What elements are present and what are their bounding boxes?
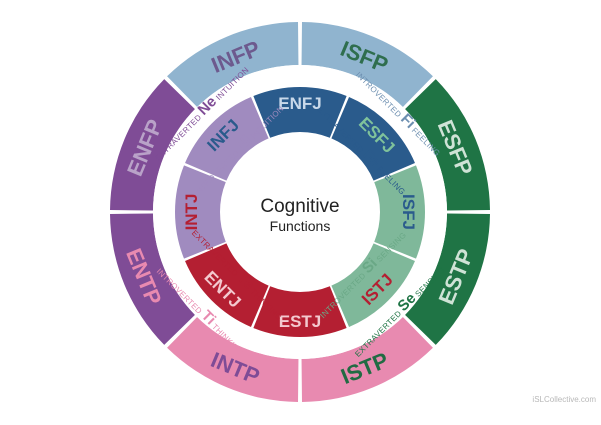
watermark: iSLCollective.com <box>532 395 596 404</box>
outer-sector-enfp <box>110 79 195 211</box>
inner-sector-esfj <box>331 97 415 181</box>
outer-sector-infp <box>167 22 299 107</box>
inner-sector-intj <box>175 165 226 259</box>
center-title-line2: Functions <box>270 218 331 234</box>
inner-type-label-isfj: ISFJ <box>399 194 418 230</box>
inner-type-label-intj: INTJ <box>182 194 201 231</box>
inner-type-label-estj: ESTJ <box>279 312 322 331</box>
outer-sector-entp <box>110 213 195 345</box>
outer-sector-istp <box>301 317 433 402</box>
inner-sector-estj <box>253 286 347 337</box>
center-title-line1: Cognitive <box>260 196 339 217</box>
inner-type-label-enfj: ENFJ <box>278 94 321 113</box>
inner-sector-enfj <box>253 87 347 138</box>
center-disc <box>222 134 378 290</box>
outer-sector-estp <box>405 213 490 345</box>
inner-sector-entj <box>185 243 269 327</box>
inner-sector-infj <box>185 97 269 181</box>
inner-sector-istj <box>331 243 415 327</box>
outer-sector-isfp <box>301 22 433 107</box>
outer-sector-intp <box>167 317 299 402</box>
outer-sector-esfp <box>405 79 490 211</box>
inner-sector-isfj <box>374 165 426 259</box>
